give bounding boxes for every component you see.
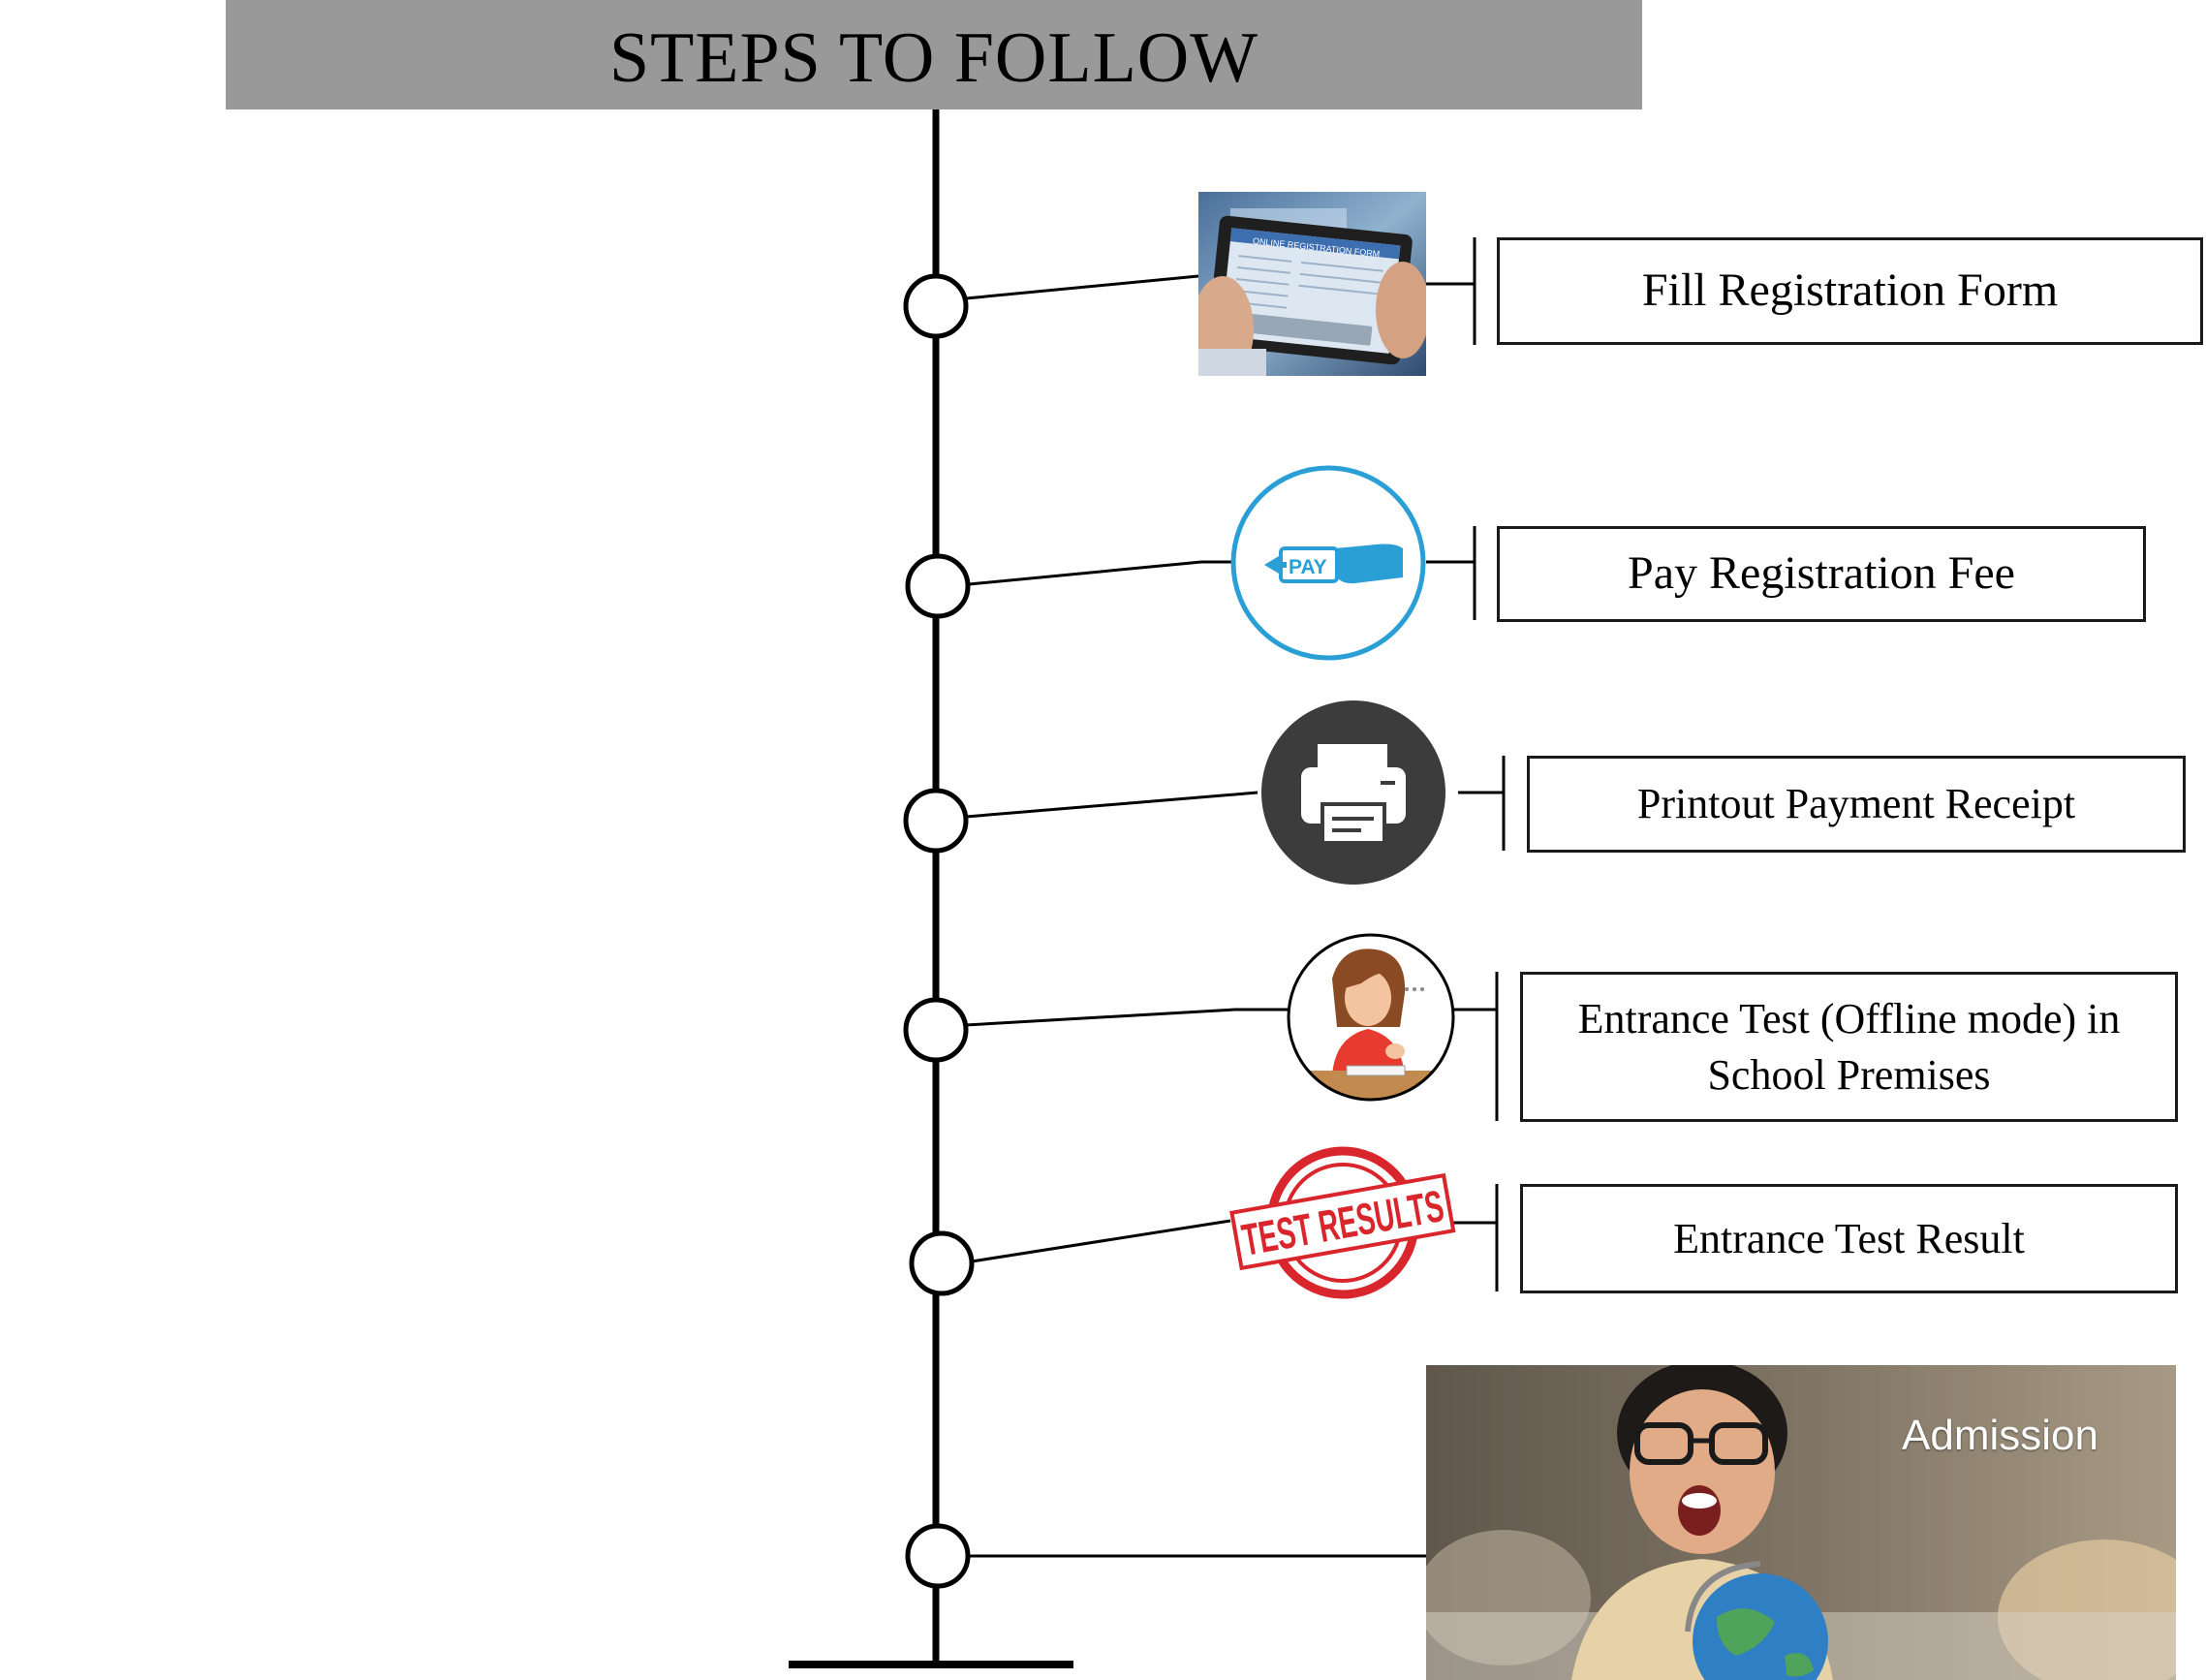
timeline-node-4 [903,997,969,1063]
connector-5 [971,1219,1231,1263]
step-box-pay-registration-fee: Pay Registration Fee [1497,526,2146,622]
pay-card-hand-icon: PAY [1230,465,1426,661]
admission-label: Admission [1902,1412,2098,1459]
admission-photo: Admission [1426,1365,2176,1680]
page-title: STEPS TO FOLLOW [608,17,1259,98]
test-results-stamp-icon: TEST RESULTS [1229,1146,1456,1299]
connector-1 [965,274,1199,300]
connector-4 [965,1008,1236,1027]
timeline-node-2 [905,553,971,619]
admission-photo-illustration [1426,1365,2176,1680]
connector-2 [968,560,1202,586]
step-box-fill-registration-form: Fill Registration Form [1497,237,2203,345]
timeline-node-5 [909,1230,975,1296]
svg-text:PAY: PAY [1289,556,1327,578]
step-label-3: Printout Payment Receipt [1636,780,2076,828]
step-box-entrance-test-result: Entrance Test Result [1520,1184,2178,1293]
header-bar: STEPS TO FOLLOW [226,0,1642,109]
tablet-registration-form-icon: ONLINE REGISTRATION FORM [1198,192,1426,376]
timeline-node-1 [903,273,969,339]
student-writing-test-icon [1287,933,1455,1102]
step-label-4: Entrance Test (Offline mode) in School P… [1577,995,2121,1099]
step-label-5: Entrance Test Result [1673,1214,2025,1262]
connector-3 [965,791,1258,819]
step-label-1: Fill Registration Form [1641,264,2059,317]
step-box-printout-payment-receipt: Printout Payment Receipt [1527,756,2186,853]
timeline-node-3 [903,788,969,854]
printer-icon [1261,700,1445,885]
timeline-node-6 [905,1523,971,1589]
step-box-entrance-test-offline: Entrance Test (Offline mode) in School P… [1520,972,2178,1122]
step-label-2: Pay Registration Fee [1628,547,2015,600]
